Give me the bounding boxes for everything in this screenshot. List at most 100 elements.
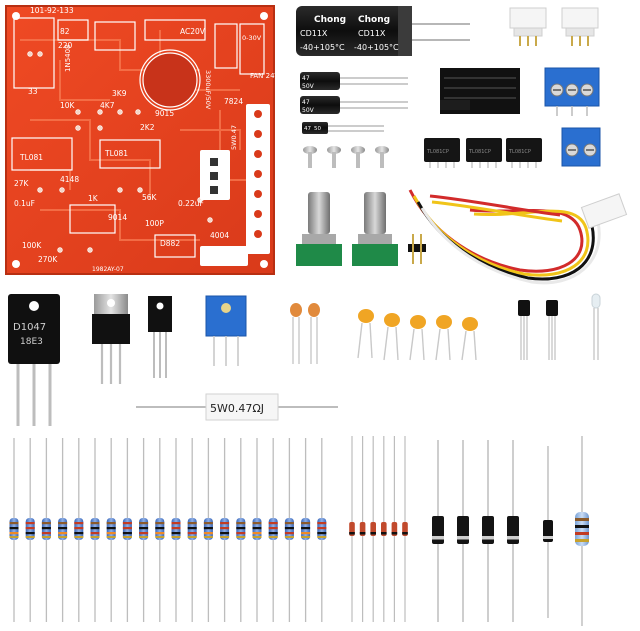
pcb-board: 101-92-133 82 220 AC20V 33 10K 4K7 2K2 9… <box>5 5 280 275</box>
ceramic-capacitors-orange <box>290 303 320 364</box>
pcb-label-ac-in: AC20V <box>180 27 206 36</box>
transistor-lot: 18E3 <box>20 337 43 347</box>
ic-2-marking: TL081CP <box>468 149 491 155</box>
resistor <box>317 438 327 622</box>
pcb-label-33: 33 <box>28 87 38 96</box>
pcb-capacitor-footprint <box>142 52 198 108</box>
cap-small-1-cap: 47 <box>302 75 310 82</box>
signal-diode <box>359 436 366 622</box>
pcb-id-code: 101-92-133 <box>30 6 74 15</box>
pcb-bottom-code: 1982AY-07 <box>92 266 124 273</box>
electrolytic-capacitor-large: Chong Chong CD11X CD11X -40+105°C -40+10… <box>296 6 470 56</box>
pcb-label-tl081: TL081 <box>104 149 128 158</box>
pcb-label-4004: 4004 <box>210 231 229 240</box>
resistor <box>236 438 246 622</box>
ic-1-marking: TL081CP <box>426 149 449 155</box>
pcb-label-82: 82 <box>60 27 70 36</box>
rectifier-diode <box>482 440 494 622</box>
rectifier-diode <box>432 440 444 622</box>
power-transistor-d1047: D1047 18E3 <box>8 294 60 426</box>
pcb-label-56k: 56K <box>142 193 158 202</box>
pcb-label-3300: 3300uF/50V <box>204 70 212 110</box>
potentiometer-1 <box>296 192 342 266</box>
signal-diode <box>381 436 387 622</box>
wire-harness <box>408 189 601 285</box>
led-clear <box>591 293 601 360</box>
pcb-label-d882: D882 <box>160 239 180 248</box>
resistor <box>268 438 278 622</box>
electrolytic-capacitor-tiny: 47 50 <box>302 122 384 134</box>
pcb-label-4k7: 4K7 <box>100 101 115 110</box>
transistor-to126 <box>148 296 172 378</box>
voltage-regulator-to220 <box>92 294 130 384</box>
pcb-label-7824: 7824 <box>224 97 243 106</box>
resistor <box>187 438 197 622</box>
cap-temp-2: -40+105°C <box>354 43 399 52</box>
resistor <box>25 438 35 622</box>
potentiometer-2 <box>352 192 398 266</box>
pcb-label-100k: 100K <box>22 241 42 250</box>
electrolytic-capacitor-small-2: 47 50V <box>300 96 408 114</box>
heatsink <box>440 68 520 114</box>
signal-diode <box>391 436 398 622</box>
resistor <box>171 438 181 622</box>
transistor-to92-1 <box>518 300 530 360</box>
cap-small-1-volt: 50V <box>302 83 315 90</box>
pcb-label-1k: 1K <box>88 194 99 203</box>
rectifier-diode <box>457 440 469 622</box>
dip-ic-2: TL081CP <box>466 138 502 168</box>
signal-diode-row <box>349 436 408 622</box>
resistor <box>139 438 149 622</box>
pcb-label-2k2: 2K2 <box>140 123 155 132</box>
terminal-block-3pin <box>544 67 600 116</box>
ic-3-marking: TL081CP <box>508 149 531 155</box>
pin-header <box>408 234 426 264</box>
jst-connector-2 <box>561 7 599 46</box>
zener-diode <box>543 446 553 618</box>
resistor <box>9 438 19 622</box>
cap-small-2-volt: 50V <box>302 107 315 114</box>
power-resistor-marking: 5W0.47ΩJ <box>210 402 264 415</box>
transistor-to92-2 <box>546 300 558 360</box>
resistor <box>58 438 68 622</box>
pcb-label-range: 0-30V <box>242 34 262 42</box>
resistor <box>74 438 84 622</box>
pcb-label-9014: 9014 <box>108 213 127 222</box>
resistor <box>122 438 132 622</box>
resistor-blue-large <box>575 436 589 626</box>
mounting-holes <box>12 12 268 268</box>
pcb-label-022: 0.22uF <box>178 199 204 208</box>
resistor-row <box>9 438 327 622</box>
cap-series-1: CD11X <box>300 29 328 38</box>
signal-diode <box>402 436 408 622</box>
electrolytic-capacitor-small-1: 47 50V <box>300 72 408 90</box>
pcb-label-220: 220 <box>58 41 73 50</box>
signal-diode <box>370 436 376 622</box>
rectifier-diode-row <box>432 440 519 622</box>
cap-temp-1: -40+105°C <box>300 43 345 52</box>
cap-tiny-volt: 50 <box>314 126 321 132</box>
power-resistor-5w: 5W0.47ΩJ <box>136 393 338 421</box>
pcb-label-4148: 4148 <box>60 175 79 184</box>
resistor <box>220 438 230 622</box>
solder-pads <box>27 51 213 253</box>
cap-series-2: CD11X <box>358 29 386 38</box>
ceramic-capacitors-yellow <box>357 309 478 361</box>
pcb-label-fan: FAN 24V <box>250 72 280 80</box>
resistor <box>90 438 100 622</box>
pcb-label-5w: 5W0.47 <box>230 125 238 150</box>
wire-connector <box>580 193 628 229</box>
cap-small-2-cap: 47 <box>302 99 310 106</box>
pcb-label-270k: 270K <box>38 255 58 264</box>
signal-diode <box>349 436 355 622</box>
trimmer-potentiometer <box>205 295 247 366</box>
dip-ic-1: TL081CP <box>424 138 460 168</box>
pcb-connector-pads <box>200 104 270 266</box>
pcb-label-9015: 9015 <box>155 109 174 118</box>
terminal-block-2pin <box>561 127 601 167</box>
pcb-label-27k: 27K <box>14 179 30 188</box>
resistor <box>106 438 116 622</box>
pcb-label-1n5408: 1N5408 <box>64 44 72 72</box>
resistor <box>41 438 51 622</box>
pcb-label-out: -OUT+ <box>204 253 229 262</box>
